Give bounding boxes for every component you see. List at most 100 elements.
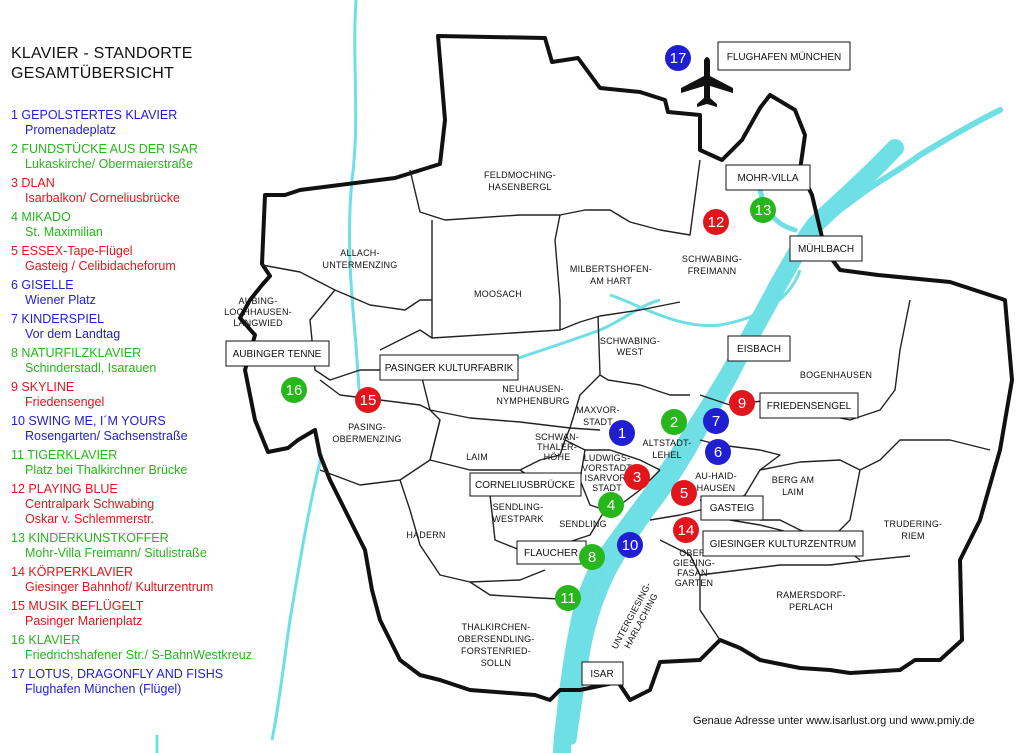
marker-11[interactable]: 11 (555, 585, 581, 611)
district-ramersdorf: RAMERSDORF-PERLACH (776, 590, 845, 612)
line-maxvorstadt (564, 374, 661, 471)
location-labels: FLUGHAFEN MÜNCHEN MOHR-VILLA MÜHLBACH EI… (225, 41, 864, 686)
legend-entry-name: 4 MIKADO (11, 210, 71, 224)
line-obergiesing (659, 539, 721, 641)
svg-text:ISAR: ISAR (590, 669, 613, 680)
line-moosach (431, 214, 561, 339)
marker-6-circle (705, 439, 731, 465)
legend-entry-place: St. Maximilian (25, 225, 103, 239)
district-trudering: TRUDERING-RIEM (884, 519, 943, 541)
line-berg (759, 459, 861, 541)
legend-entry-place: Platz bei Thalkirchner Brücke (25, 463, 188, 477)
district-sendling-westpark: SENDLING-WESTPARK (492, 502, 543, 524)
footer-note: Genaue Adresse unter www.isarlust.org un… (693, 715, 975, 727)
marker-2-circle (661, 409, 687, 435)
marker-17[interactable]: 17 (665, 45, 691, 71)
marker-5-label: 5 (680, 485, 688, 502)
marker-16[interactable]: 16 (281, 377, 307, 403)
marker-10[interactable]: 10 (617, 532, 643, 558)
legend-entry-place: Vor dem Landtag (25, 327, 121, 341)
marker-11-circle (555, 585, 581, 611)
legend-entry-name: 3 DLAN (11, 176, 55, 190)
marker-2[interactable]: 2 (661, 409, 687, 435)
legend-entry-name: 9 SKYLINE (11, 380, 75, 394)
marker-13-label: 13 (755, 202, 772, 219)
svg-text:GASTEIG: GASTEIG (710, 503, 755, 514)
marker-10-label: 10 (622, 537, 639, 554)
district-obergiesing: OBER-GIESING-FASAN-GARTEN (673, 548, 715, 588)
marker-11-label: 11 (560, 590, 576, 607)
svg-text:PASINGER KULTURFABRIK: PASINGER KULTURFABRIK (385, 363, 514, 374)
line-milbertshofen (559, 301, 681, 331)
legend-entry-name: 15 MUSIK BEFLÜGELT (11, 599, 144, 613)
legend-entry-name: 16 KLAVIER (11, 633, 81, 647)
marker-12-label: 12 (708, 214, 725, 231)
river-branch-bottom-left (270, 453, 324, 741)
legend-entry-name: 14 KÖRPERKLAVIER (11, 565, 134, 579)
marker-9[interactable]: 9 (729, 390, 755, 416)
svg-text:CORNELIUSBRÜCKE: CORNELIUSBRÜCKE (475, 479, 575, 491)
marker-1[interactable]: 1 (609, 420, 635, 446)
line-hadern (399, 479, 546, 583)
district-bogenhausen: BOGENHAUSEN (800, 370, 872, 380)
legend-entry-place: Centralpark Schwabing (25, 497, 155, 511)
label-friedensengel: FRIEDENSENGEL (759, 392, 859, 419)
district-labels: FELDMOCHING-HASENBERGL ALLACH-UNTERMENZI… (224, 170, 942, 668)
legend-title-line2: GESAMTÜBERSICHT (11, 65, 175, 82)
marker-4-label: 4 (607, 497, 615, 514)
label-isar: ISAR (581, 661, 624, 686)
legend-entry-name: 13 KINDERKUNSTKOFFER (11, 531, 169, 545)
label-eisbach: EISBACH (727, 335, 791, 362)
marker-10-circle (617, 532, 643, 558)
marker-5[interactable]: 5 (671, 480, 697, 506)
label-corneliusbruecke: CORNELIUSBRÜCKE (469, 472, 582, 497)
marker-14[interactable]: 14 (673, 517, 699, 543)
marker-13[interactable]: 13 (750, 197, 776, 223)
legend-entry-name: 1 GEPOLSTERTES KLAVIER (11, 108, 178, 122)
legend-entry-place: Rosengarten/ Sachsenstraße (25, 429, 188, 443)
legend-title-line1: KLAVIER - STANDORTE (11, 45, 193, 62)
svg-text:FLAUCHER: FLAUCHER (524, 548, 578, 559)
legend-entry-name: 2 FUNDSTÜCKE AUS DER ISAR (11, 142, 198, 156)
line-neuhausen (379, 329, 601, 431)
label-giesinger-kulturzentrum: GIESINGER KULTURZENTRUM (702, 530, 864, 557)
line-allach (261, 264, 432, 311)
marker-12[interactable]: 12 (703, 209, 729, 235)
marker-1-label: 1 (618, 425, 626, 442)
legend-entry-place: Promenadeplatz (25, 123, 117, 137)
district-laim: LAIM (466, 452, 488, 462)
marker-7[interactable]: 7 (703, 408, 729, 434)
marker-8-label: 8 (588, 549, 596, 566)
marker-9-circle (729, 390, 755, 416)
legend-entry-place: Giesinger Bahnhof/ Kulturzentrum (25, 580, 214, 594)
label-muehlbach: MÜHLBACH (789, 235, 863, 262)
svg-text:GIESINGER KULTURZENTRUM: GIESINGER KULTURZENTRUM (710, 539, 857, 550)
marker-3[interactable]: 3 (624, 464, 650, 490)
district-pasing: PASING-OBERMENZING (332, 422, 401, 444)
marker-6[interactable]: 6 (705, 439, 731, 465)
airplane-icon (681, 57, 733, 107)
label-flaucher: FLAUCHER (516, 540, 587, 565)
marker-8[interactable]: 8 (579, 544, 605, 570)
marker-3-label: 3 (633, 469, 641, 486)
marker-4[interactable]: 4 (598, 492, 624, 518)
marker-13-circle (750, 197, 776, 223)
marker-16-circle (281, 377, 307, 403)
legend-entry-name: 10 SWING ME, I´M YOURS (11, 414, 166, 428)
isar-side-channel (567, 295, 775, 745)
marker-2-label: 2 (670, 414, 678, 431)
marker-15[interactable]: 15 (355, 387, 381, 413)
district-untergiesing: UNTERGIESING-HARLACHING (610, 581, 663, 656)
district-schwabing-freimann: SCHWABING-FREIMANN (682, 254, 742, 276)
marker-14-circle (673, 517, 699, 543)
